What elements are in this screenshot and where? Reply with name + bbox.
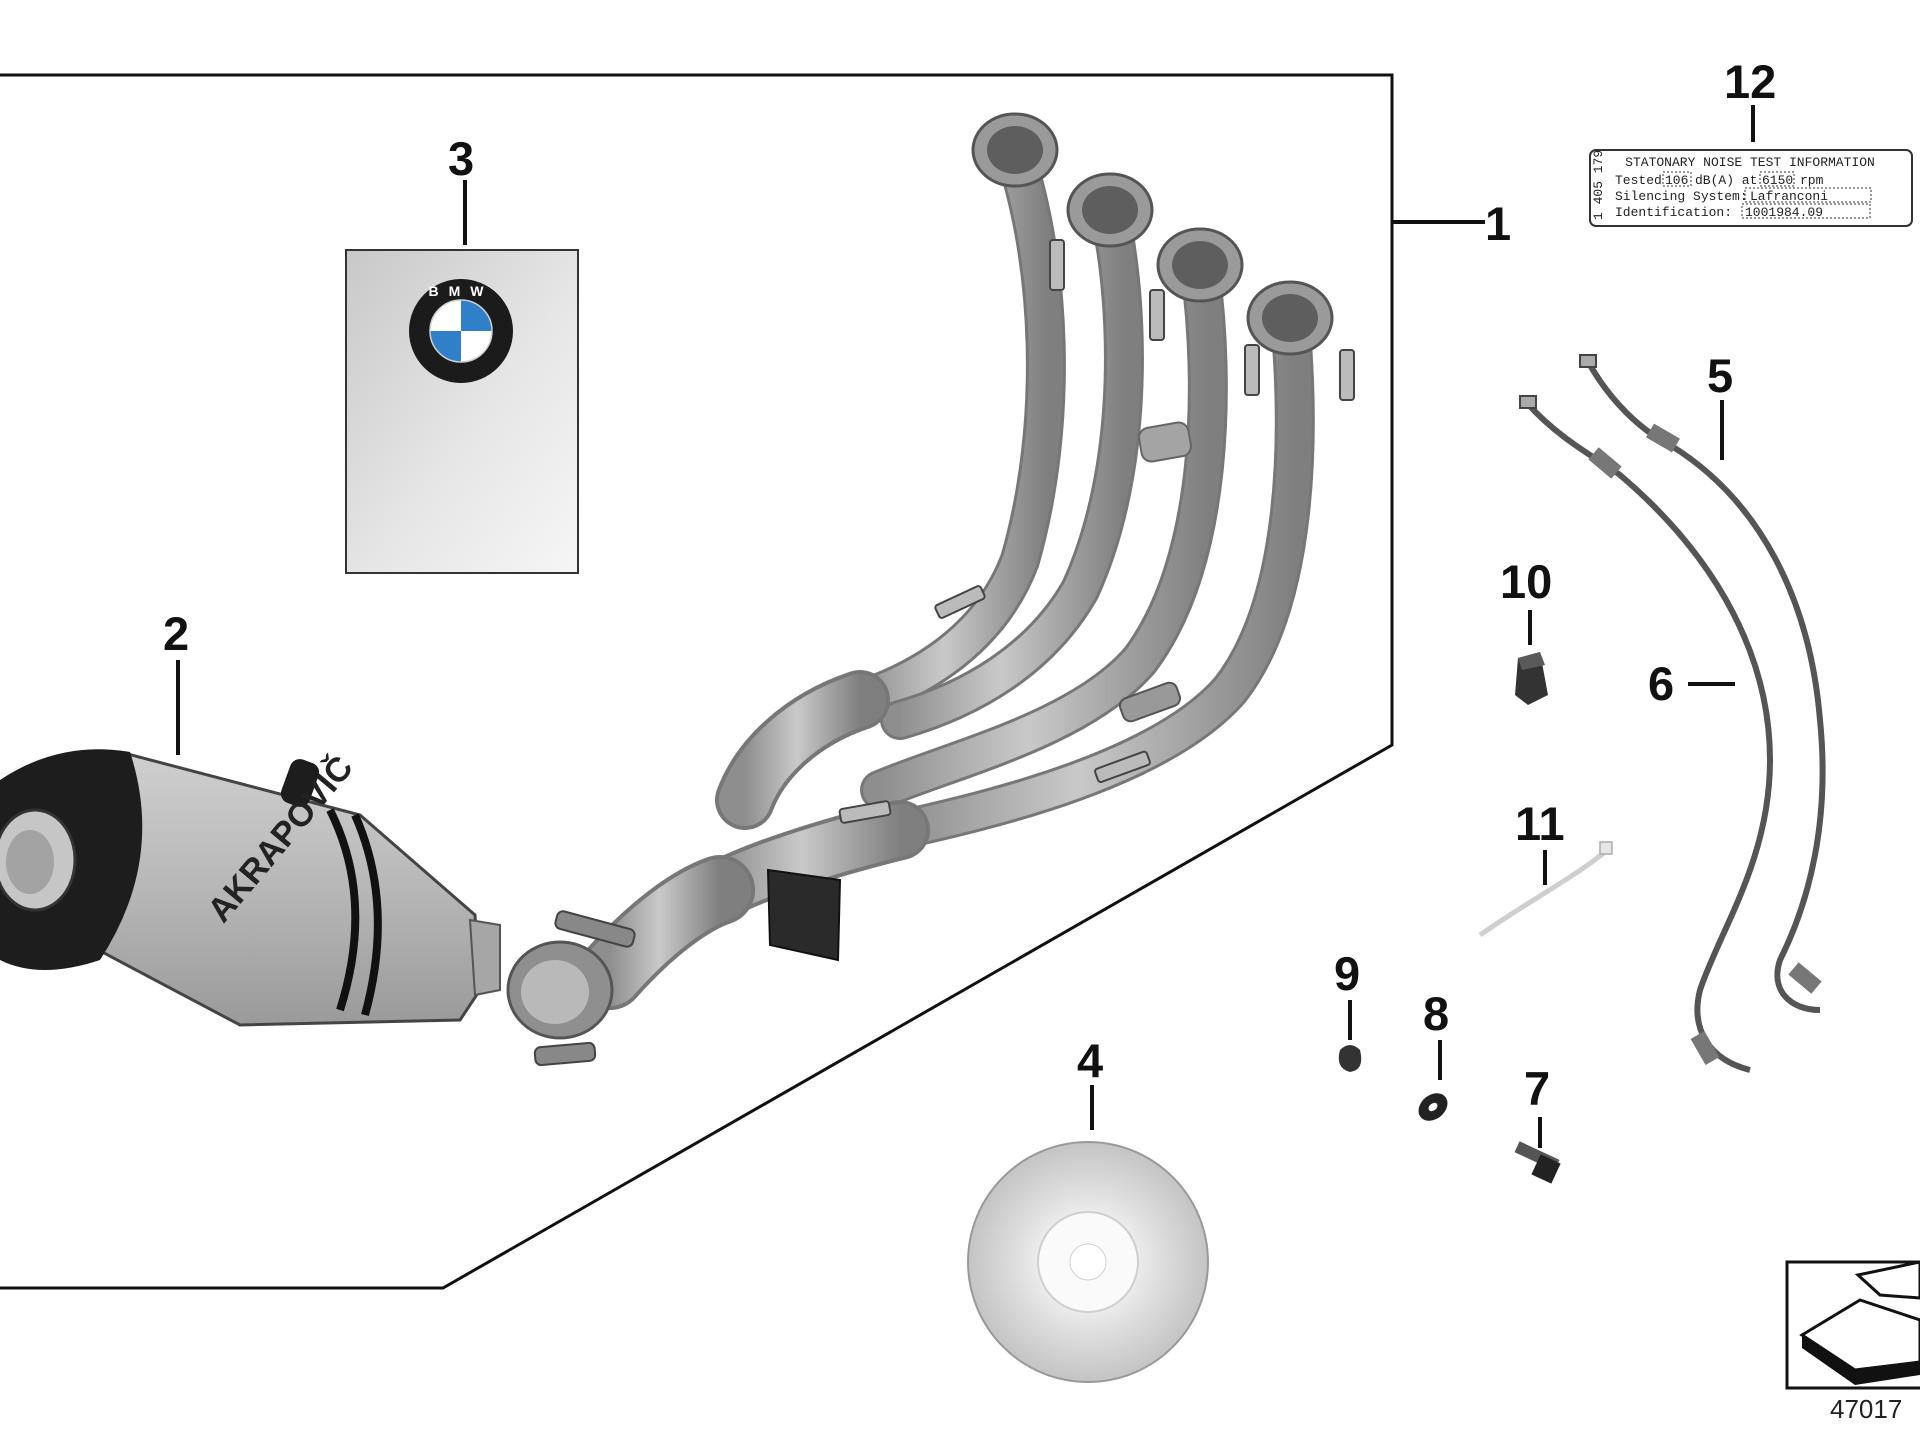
bmw-logo-text: BMW [429, 283, 494, 299]
svg-text:Tested: Tested [1615, 173, 1662, 188]
svg-text:Identification:: Identification: [1615, 205, 1732, 220]
callout-10: 10 [1500, 555, 1552, 608]
data-disc [967, 1141, 1209, 1383]
rubber-buffer [1515, 652, 1548, 705]
washer [1418, 1093, 1448, 1121]
leader-lines [176, 105, 1755, 1148]
drawing-id: 47017 [1830, 1394, 1902, 1424]
svg-text:rpm: rpm [1800, 173, 1824, 188]
noise-line3-key: Identification: [1615, 205, 1732, 220]
silencer: AKRAPOVIČ [0, 748, 501, 1027]
noise-line3-val: 1001984.09 [1745, 205, 1823, 220]
callout-4: 4 [1077, 1034, 1103, 1087]
callout-5: 5 [1707, 349, 1733, 402]
grommet [1338, 1045, 1362, 1072]
noise-label-side-text: 1 405 179 [1591, 150, 1606, 220]
callout-1: 1 [1485, 197, 1511, 250]
noise-line2-val: Lafranconi [1750, 189, 1828, 204]
callout-8: 8 [1423, 987, 1449, 1040]
svg-text:1001984.09: 1001984.09 [1745, 205, 1823, 220]
callouts: 1 2 3 4 5 6 7 8 9 10 11 12 [163, 55, 1776, 1115]
callout-9: 9 [1334, 947, 1360, 1000]
svg-text:Lafranconi: Lafranconi [1750, 189, 1828, 204]
callout-3: 3 [448, 132, 474, 185]
cables [1519, 354, 1826, 1073]
callout-6: 6 [1648, 657, 1674, 710]
bmw-logo-icon: BMW [409, 279, 513, 383]
brochure: BMW [345, 249, 579, 574]
noise-label-title: STATONARY NOISE TEST INFORMATION [1625, 155, 1875, 170]
noise-line1-key: Tested [1615, 173, 1662, 188]
callout-11: 11 [1515, 797, 1565, 850]
svg-text:106: 106 [1665, 173, 1688, 188]
exhaust-header [506, 112, 1355, 1067]
svg-text:6150: 6150 [1762, 173, 1793, 188]
callout-2: 2 [163, 607, 189, 660]
noise-line1-rpm: 6150 [1762, 173, 1793, 188]
noise-line2-key: Silencing System: [1615, 189, 1748, 204]
svg-text:Silencing System:: Silencing System: [1615, 189, 1748, 204]
bolt [1514, 1141, 1561, 1184]
noise-line1-val: 106 [1665, 173, 1688, 188]
kit-outline [0, 73, 1394, 1290]
svg-text:dB(A) at: dB(A) at [1695, 173, 1757, 188]
noise-line1-unit: rpm [1800, 173, 1824, 188]
header-flanges [971, 112, 1334, 356]
callout-12: 12 [1724, 55, 1776, 108]
navigation-arrow-icon [1785, 1260, 1920, 1390]
noise-line1-mid: dB(A) at [1695, 173, 1757, 188]
callout-7: 7 [1524, 1062, 1550, 1115]
noise-test-label: STATONARY NOISE TEST INFORMATION 1 405 1… [1589, 149, 1913, 227]
cable-tie [1478, 841, 1613, 938]
